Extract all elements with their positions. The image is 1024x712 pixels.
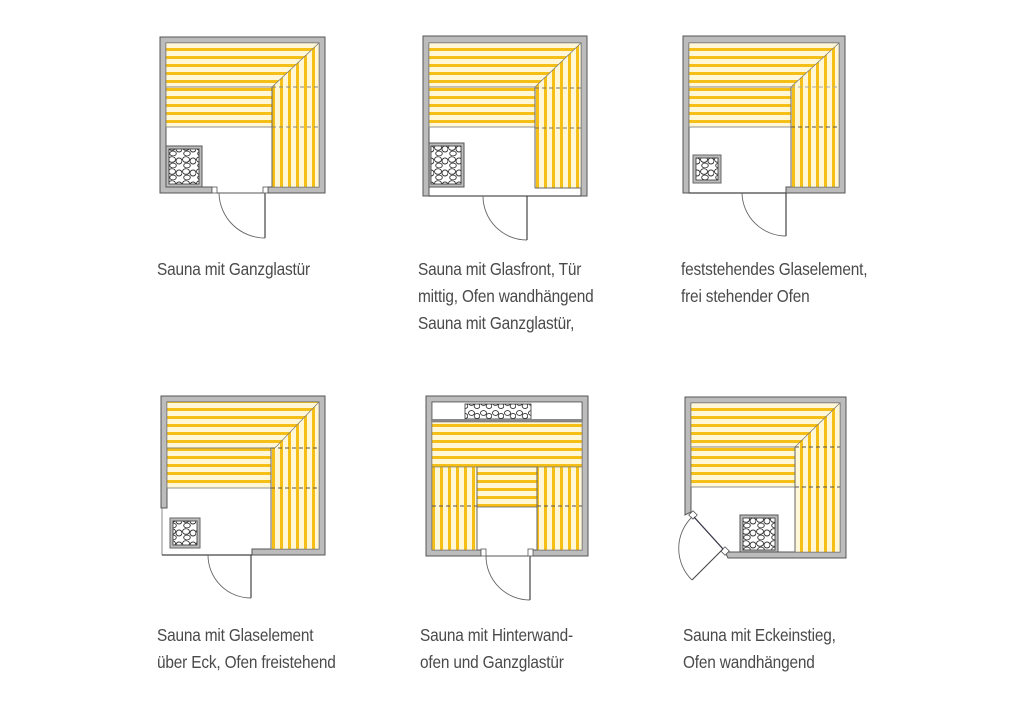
caption-layout-2: Sauna mit Glasfront, Tür mittig, Ofen wa… <box>418 256 594 337</box>
sauna-plan-glaselement-ueber-eck <box>150 390 340 610</box>
door-swing-arc <box>218 192 266 239</box>
sauna-plan-hinterwandofen <box>415 385 605 615</box>
floor-plan-diagram <box>425 395 589 601</box>
floor-plan-diagram <box>160 395 326 599</box>
caption-layout-1: Sauna mit Ganzglastür <box>157 256 310 283</box>
caption-line: über Eck, Ofen freistehend <box>157 652 336 672</box>
caption-line: Sauna mit Ganzglastür <box>157 259 310 279</box>
caption-line: feststehendes Glaselement, <box>681 259 868 279</box>
caption-layout-3: feststehendes Glaselement, frei stehende… <box>681 256 868 310</box>
caption-line: Sauna mit Glasfront, Tür <box>418 259 582 279</box>
caption-layout-4: Sauna mit Glaselement über Eck, Ofen fre… <box>157 622 336 676</box>
caption-line: ofen und Ganzglastür <box>420 652 564 672</box>
caption-line: Sauna mit Eckeinstieg, <box>683 625 836 645</box>
caption-line: Sauna mit Hinterwand- <box>420 625 573 645</box>
sauna-plan-ganzglastuer <box>150 30 340 250</box>
door-swing-arc <box>678 516 693 581</box>
door-leaf <box>691 548 724 581</box>
glass-element <box>693 516 724 550</box>
caption-layout-6: Sauna mit Eckeinstieg, Ofen wandhängend <box>683 622 836 676</box>
sauna-plan-eckeinstieg <box>660 385 860 615</box>
floor-plan-diagram <box>159 36 326 239</box>
door-swing-arc <box>741 192 787 237</box>
door-swing-arc <box>485 555 531 601</box>
sauna-plan-glaselement <box>670 30 860 250</box>
floor-plan-diagram <box>678 396 847 581</box>
floor-plan-diagram <box>682 35 846 237</box>
sauna-plan-glasfront <box>410 30 610 250</box>
floor-plan-diagram <box>422 35 588 241</box>
caption-line: Ofen wandhängend <box>683 652 815 672</box>
door-swing-arc <box>207 554 252 599</box>
caption-line: mittig, Ofen wandhängend <box>418 286 594 306</box>
caption-line: frei stehender Ofen <box>681 286 810 306</box>
caption-line: Sauna mit Glaselement <box>157 625 314 645</box>
caption-line: Sauna mit Ganzglastür, <box>418 313 575 333</box>
door-swing-arc <box>482 195 528 241</box>
oven-icon <box>464 403 532 420</box>
caption-layout-5: Sauna mit Hinterwand- ofen und Ganzglast… <box>420 622 573 676</box>
